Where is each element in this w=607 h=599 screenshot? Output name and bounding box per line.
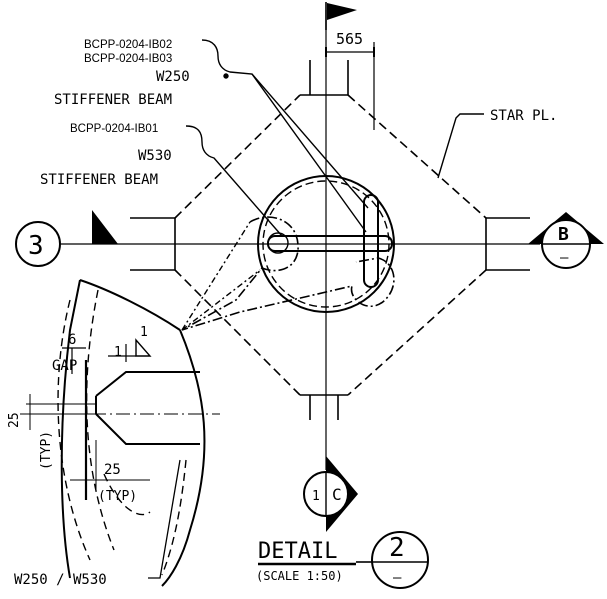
- callout1-leader: [201, 39, 369, 233]
- section-c-letter: C: [332, 485, 342, 504]
- detail-number-bubble: [356, 531, 429, 589]
- dimension-565-label: 565: [336, 30, 363, 48]
- bevel-run: 1: [114, 345, 122, 360]
- callout2-ref: BCPP-0204-IB01: [70, 123, 158, 135]
- vertical-dim-value: 25: [7, 412, 22, 428]
- detail-sheet: –: [393, 570, 402, 586]
- centre-lines: [60, 10, 540, 470]
- gap-label: GAP: [52, 358, 77, 374]
- callout1-ref-2: BCPP-0204-IB03: [84, 53, 172, 65]
- callout2-desc: STIFFENER BEAM: [40, 172, 158, 188]
- dimension-565: [325, 42, 375, 130]
- gap-value: 6: [68, 332, 76, 348]
- section-b-sheet: –: [560, 250, 569, 266]
- detail-title: DETAIL: [258, 539, 337, 564]
- star-plate-outline: [174, 94, 487, 396]
- section-mark-c: [303, 456, 358, 532]
- stiffener-beams: [267, 194, 393, 288]
- horizontal-dim-typ: (TYP): [98, 489, 137, 504]
- callout1-ref-1: BCPP-0204-IB02: [84, 39, 172, 51]
- detail-number: 2: [389, 533, 405, 563]
- vertical-dim-typ: (TYP): [39, 431, 54, 470]
- section-b-letter: B: [558, 224, 569, 245]
- section-mark-b: [528, 212, 604, 269]
- callout1-desc: STIFFENER BEAM: [54, 92, 172, 108]
- star-plate-leader: [437, 113, 484, 179]
- horizontal-dim-value: 25: [104, 462, 121, 478]
- callout2-leader: [185, 125, 283, 237]
- grid-3-label: 3: [28, 231, 44, 261]
- north-flag: [325, 2, 357, 30]
- bevel-rise: 1: [140, 325, 148, 340]
- detail-scale: (SCALE 1:50): [256, 569, 343, 583]
- callout1-size: W250: [156, 69, 190, 85]
- grid-bubble-3: [15, 210, 118, 267]
- enlargement-boundary: [181, 216, 395, 331]
- member-label: W250 / W530: [14, 572, 107, 588]
- callout2-size: W530: [138, 148, 172, 164]
- member-leader: [148, 459, 181, 579]
- enlargement-leader: [181, 221, 261, 331]
- section-c-sheet: 1: [312, 489, 320, 504]
- enlarged-detail: [20, 279, 220, 587]
- star-plate-label: STAR PL.: [490, 108, 557, 124]
